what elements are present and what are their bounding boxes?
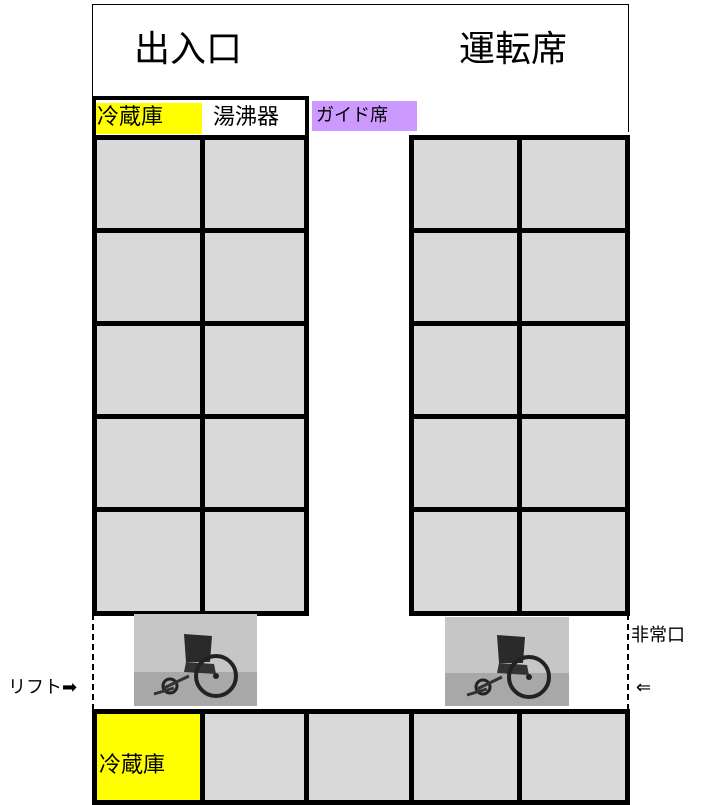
seat-right-r3-c2 — [517, 321, 630, 419]
lift-door-dashed-wall — [92, 614, 94, 710]
seat-back-2 — [304, 709, 414, 805]
lift-label: リフト➡ — [8, 677, 78, 698]
seat-right-r1-c1 — [409, 135, 522, 233]
emergency-exit-arrow: ⇐ — [636, 677, 652, 698]
seat-right-r4-c1 — [409, 414, 522, 512]
seat-left-r2-c2 — [200, 228, 309, 326]
emergency-door-dashed-wall — [627, 614, 629, 710]
wheelchair-right-photo — [445, 617, 569, 706]
water-heater-label: 湯沸器 — [210, 103, 305, 134]
exit-label: 出入口 — [134, 29, 243, 70]
seat-left-r4-c2 — [200, 414, 309, 512]
bus-front-frame — [92, 4, 629, 132]
equipment-outline — [92, 96, 309, 137]
seat-left-r1-c1 — [92, 135, 205, 233]
seat-left-r3-c2 — [200, 321, 309, 419]
guide-seat-label: ガイド席 — [312, 101, 417, 131]
fridge-top-label: 冷蔵庫 — [95, 103, 202, 134]
seat-left-r5-c2 — [200, 507, 309, 616]
seat-back-3 — [409, 709, 522, 805]
seat-right-r2-c1 — [409, 228, 522, 326]
seat-right-r4-c2 — [517, 414, 630, 512]
seat-back-1 — [200, 709, 309, 805]
seat-left-r5-c1 — [92, 507, 205, 616]
seat-left-r3-c1 — [92, 321, 205, 419]
seat-right-r2-c2 — [517, 228, 630, 326]
seat-right-r5-c2 — [517, 507, 630, 616]
emergency-exit-label: 非常口 — [631, 625, 685, 646]
driver-seat-label: 運転席 — [459, 29, 568, 70]
fridge-bottom: 冷蔵庫 — [92, 709, 205, 805]
wheelchair-left-photo — [134, 614, 257, 706]
seat-right-r3-c1 — [409, 321, 522, 419]
seat-right-r1-c2 — [517, 135, 630, 233]
seat-left-r1-c2 — [200, 135, 309, 233]
seat-back-4 — [517, 709, 630, 805]
seat-left-r2-c1 — [92, 228, 205, 326]
fridge-bottom-label: 冷蔵庫 — [99, 753, 166, 778]
seat-right-r5-c1 — [409, 507, 522, 616]
seat-left-r4-c1 — [92, 414, 205, 512]
